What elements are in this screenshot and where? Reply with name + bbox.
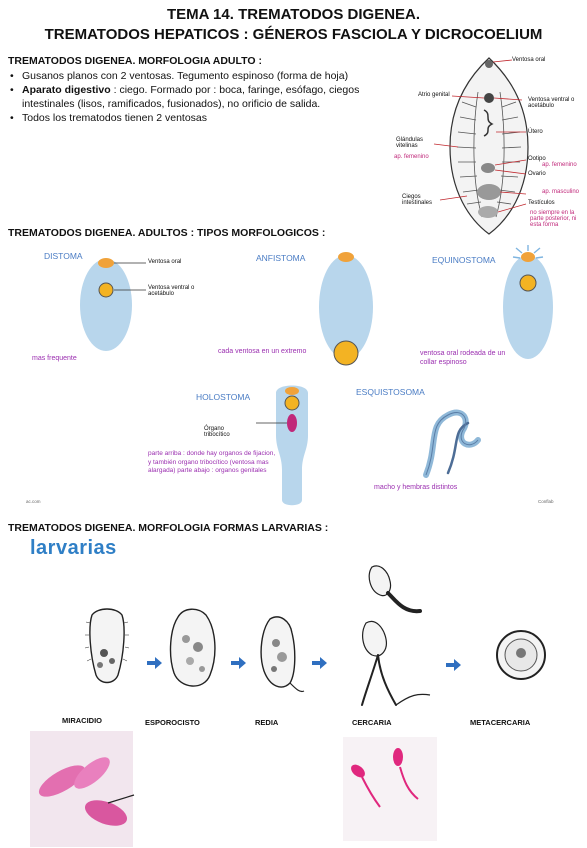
bullet-3: Todos los trematodos tienen 2 ventosas: [8, 111, 388, 125]
credit-right: Conflab: [538, 499, 554, 504]
label-anfistoma-note: cada ventosa en un extremo: [218, 348, 307, 355]
label-note: no siempre en la parte posterior, ni est…: [530, 210, 577, 228]
bullet-1: Gusanos planos con 2 ventosas. Tegumento…: [8, 69, 388, 83]
label-anfistoma: ANFISTOMA: [256, 253, 306, 263]
label-cercaria: CERCARIA: [352, 718, 392, 727]
label-equinostoma-note: ventosa oral rodeada de un collar espino…: [420, 350, 506, 366]
label-glandulas: Glándulas vitelinas: [396, 137, 424, 149]
page-title: TEMA 14. TREMATODOS DIGENEA.: [166, 6, 421, 23]
credit-left: ac.com: [26, 499, 41, 504]
label-utero: Útero: [528, 129, 543, 135]
adult-fluke-diagram: Ventosa oral Atrio genital Ventosa ventr…: [392, 52, 587, 242]
bullet-2: Aparato digestivo : ciego. Formado por :…: [8, 83, 388, 111]
larvae-illustration: [30, 565, 546, 847]
label-miracidio: MIRACIDIO: [62, 716, 102, 725]
label-esquistosoma-note: macho y hembras distintos: [374, 484, 458, 491]
label-ap-femenino-right: ap. femenino: [542, 162, 577, 168]
label-ootipo: Ootipo: [528, 156, 546, 162]
label-ciegos: Ciegos intestinales: [402, 194, 433, 206]
label-larvarias: larvarias: [30, 537, 117, 559]
larvae-figure: MIRACIDIO ESPOROCISTO REDIA CERCARIA MET…: [0, 545, 587, 848]
label-equinostoma: EQUINOSTOMA: [432, 255, 496, 265]
label-holostoma: HOLOSTOMA: [196, 392, 251, 402]
label-distoma: DISTOMA: [44, 251, 83, 261]
label-redia: REDIA: [255, 718, 279, 727]
types-illustration: [80, 245, 553, 506]
fluke-illustration: [433, 57, 529, 235]
types-figure: DISTOMA Ventosa oral Ventosa ventral o a…: [8, 245, 578, 510]
label-ovario: Ovario: [528, 171, 546, 177]
bullet-2-rest: : ciego. Formado por : boca, faringe, es…: [22, 84, 360, 110]
label-esporocisto: ESPOROCISTO: [145, 718, 200, 727]
label-ap-masculino: ap. masculino: [542, 189, 580, 195]
label-holostoma-note: parte arriba : donde hay organos de fija…: [148, 450, 276, 474]
label-ventosa-oral: Ventosa oral: [512, 57, 546, 63]
section-heading-types: TREMATODOS DIGENEA. ADULTOS : TIPOS MORF…: [8, 227, 326, 239]
label-testiculos: Testículos: [528, 200, 555, 206]
label-ventosa-ventral: Ventosa ventral o acetábulo: [528, 97, 575, 109]
page-subtitle: TREMATODOS HEPATICOS : GÉNEROS FASCIOLA …: [44, 26, 543, 43]
label-distoma-oral: Ventosa oral: [148, 259, 182, 265]
label-atrio-genital: Atrio genital: [418, 92, 450, 98]
adult-bullets: Gusanos planos con 2 ventosas. Tegumento…: [8, 69, 388, 125]
label-esquistosoma: ESQUISTOSOMA: [356, 387, 425, 397]
bullet-2-bold: Aparato digestivo: [22, 84, 111, 96]
label-distoma-note: mas frequente: [32, 355, 77, 362]
label-metacercaria: METACERCARIA: [470, 718, 531, 727]
label-holostoma-organo: Órgano tribocítico: [204, 426, 230, 438]
label-distoma-ventral: Ventosa ventral o acetábulo: [148, 285, 195, 297]
label-ap-femenino-left: ap. femenino: [394, 154, 429, 160]
section-heading-larvae: TREMATODOS DIGENEA. MORFOLOGIA FORMAS LA…: [8, 522, 329, 534]
section-heading-adult: TREMATODOS DIGENEA. MORFOLOGIA ADULTO :: [8, 55, 262, 67]
